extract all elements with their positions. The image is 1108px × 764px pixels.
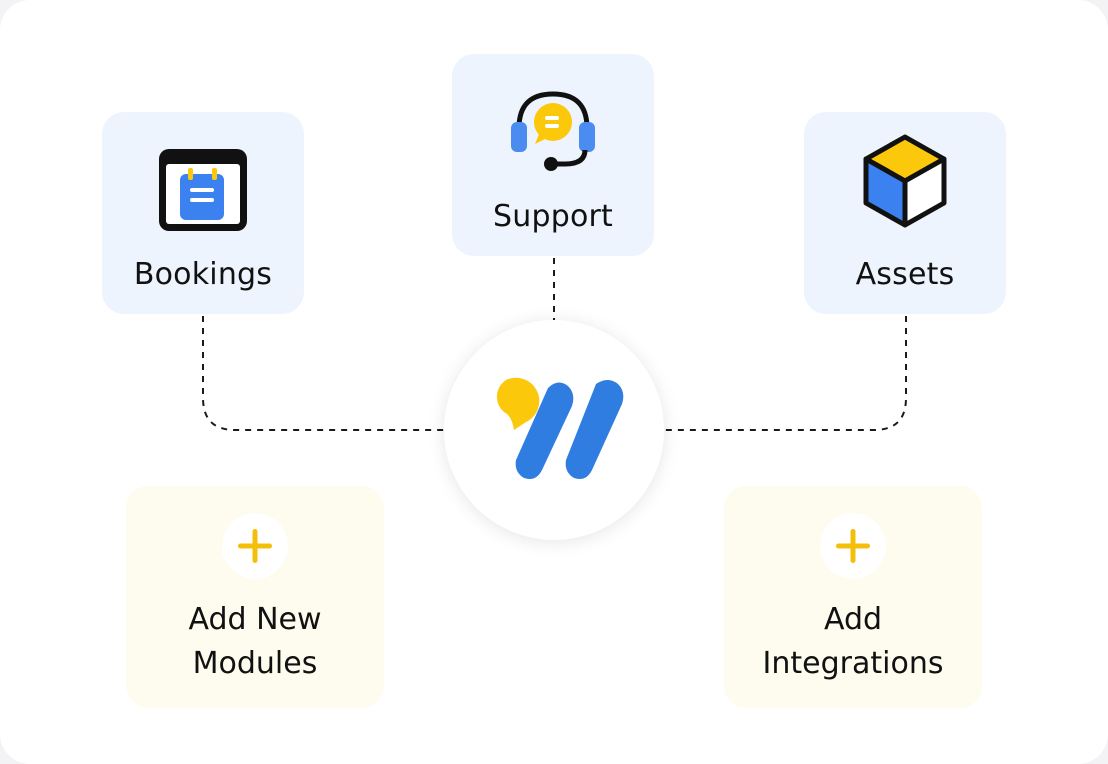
headset-icon (511, 91, 595, 171)
connector-assets (662, 316, 907, 431)
add-modules-label-line2: Modules (192, 646, 318, 681)
bookings-card[interactable]: Bookings (102, 112, 304, 314)
plus-icon (836, 529, 870, 563)
support-label: Support (493, 199, 613, 234)
bookings-label: Bookings (133, 257, 273, 292)
add-integrations-plus-button[interactable] (820, 513, 886, 579)
logo-icon (496, 377, 624, 479)
hub-logo (444, 320, 664, 540)
plus-icon (238, 529, 272, 563)
assets-label: Assets (855, 257, 955, 292)
add-integrations-label-line1: Add (823, 602, 883, 637)
calendar-icon (159, 149, 247, 231)
connector-bookings (202, 316, 446, 431)
assets-card[interactable]: Assets (804, 112, 1006, 314)
add-integrations-card[interactable]: Add Integrations (724, 486, 982, 708)
add-modules-plus-button[interactable] (222, 513, 288, 579)
add-modules-card[interactable]: Add New Modules (126, 486, 384, 708)
support-card[interactable]: Support (452, 54, 654, 256)
add-integrations-label-line2: Integrations (762, 646, 944, 681)
add-modules-label-line1: Add New (188, 602, 322, 637)
cube-icon (863, 134, 947, 228)
